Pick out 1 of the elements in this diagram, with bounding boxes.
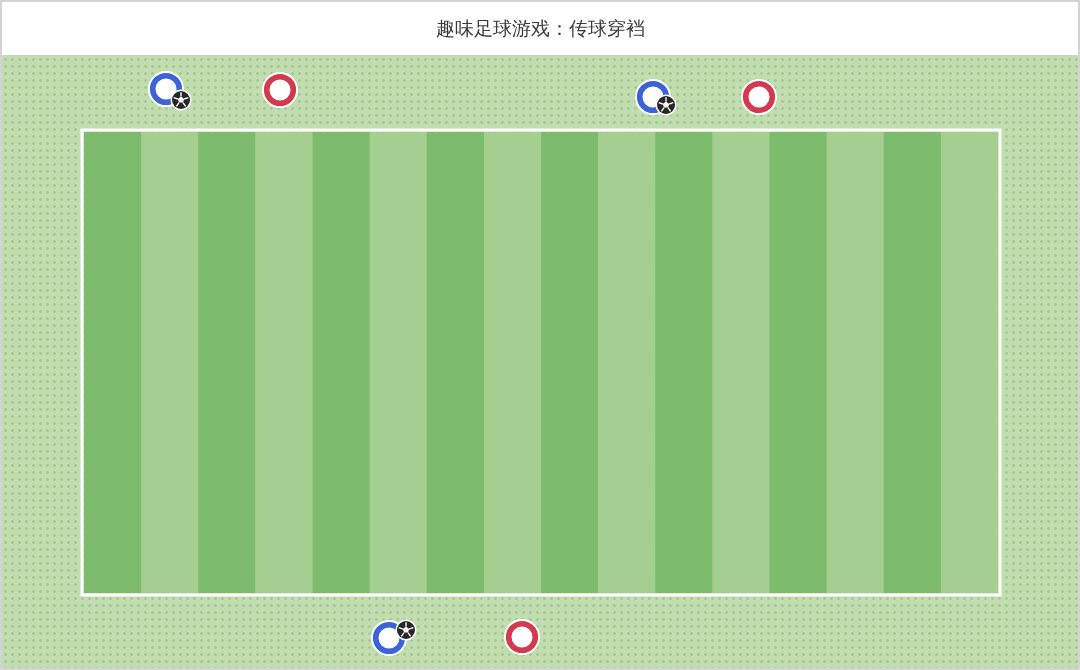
title: 趣味足球游戏：传球穿裆: [435, 16, 645, 41]
